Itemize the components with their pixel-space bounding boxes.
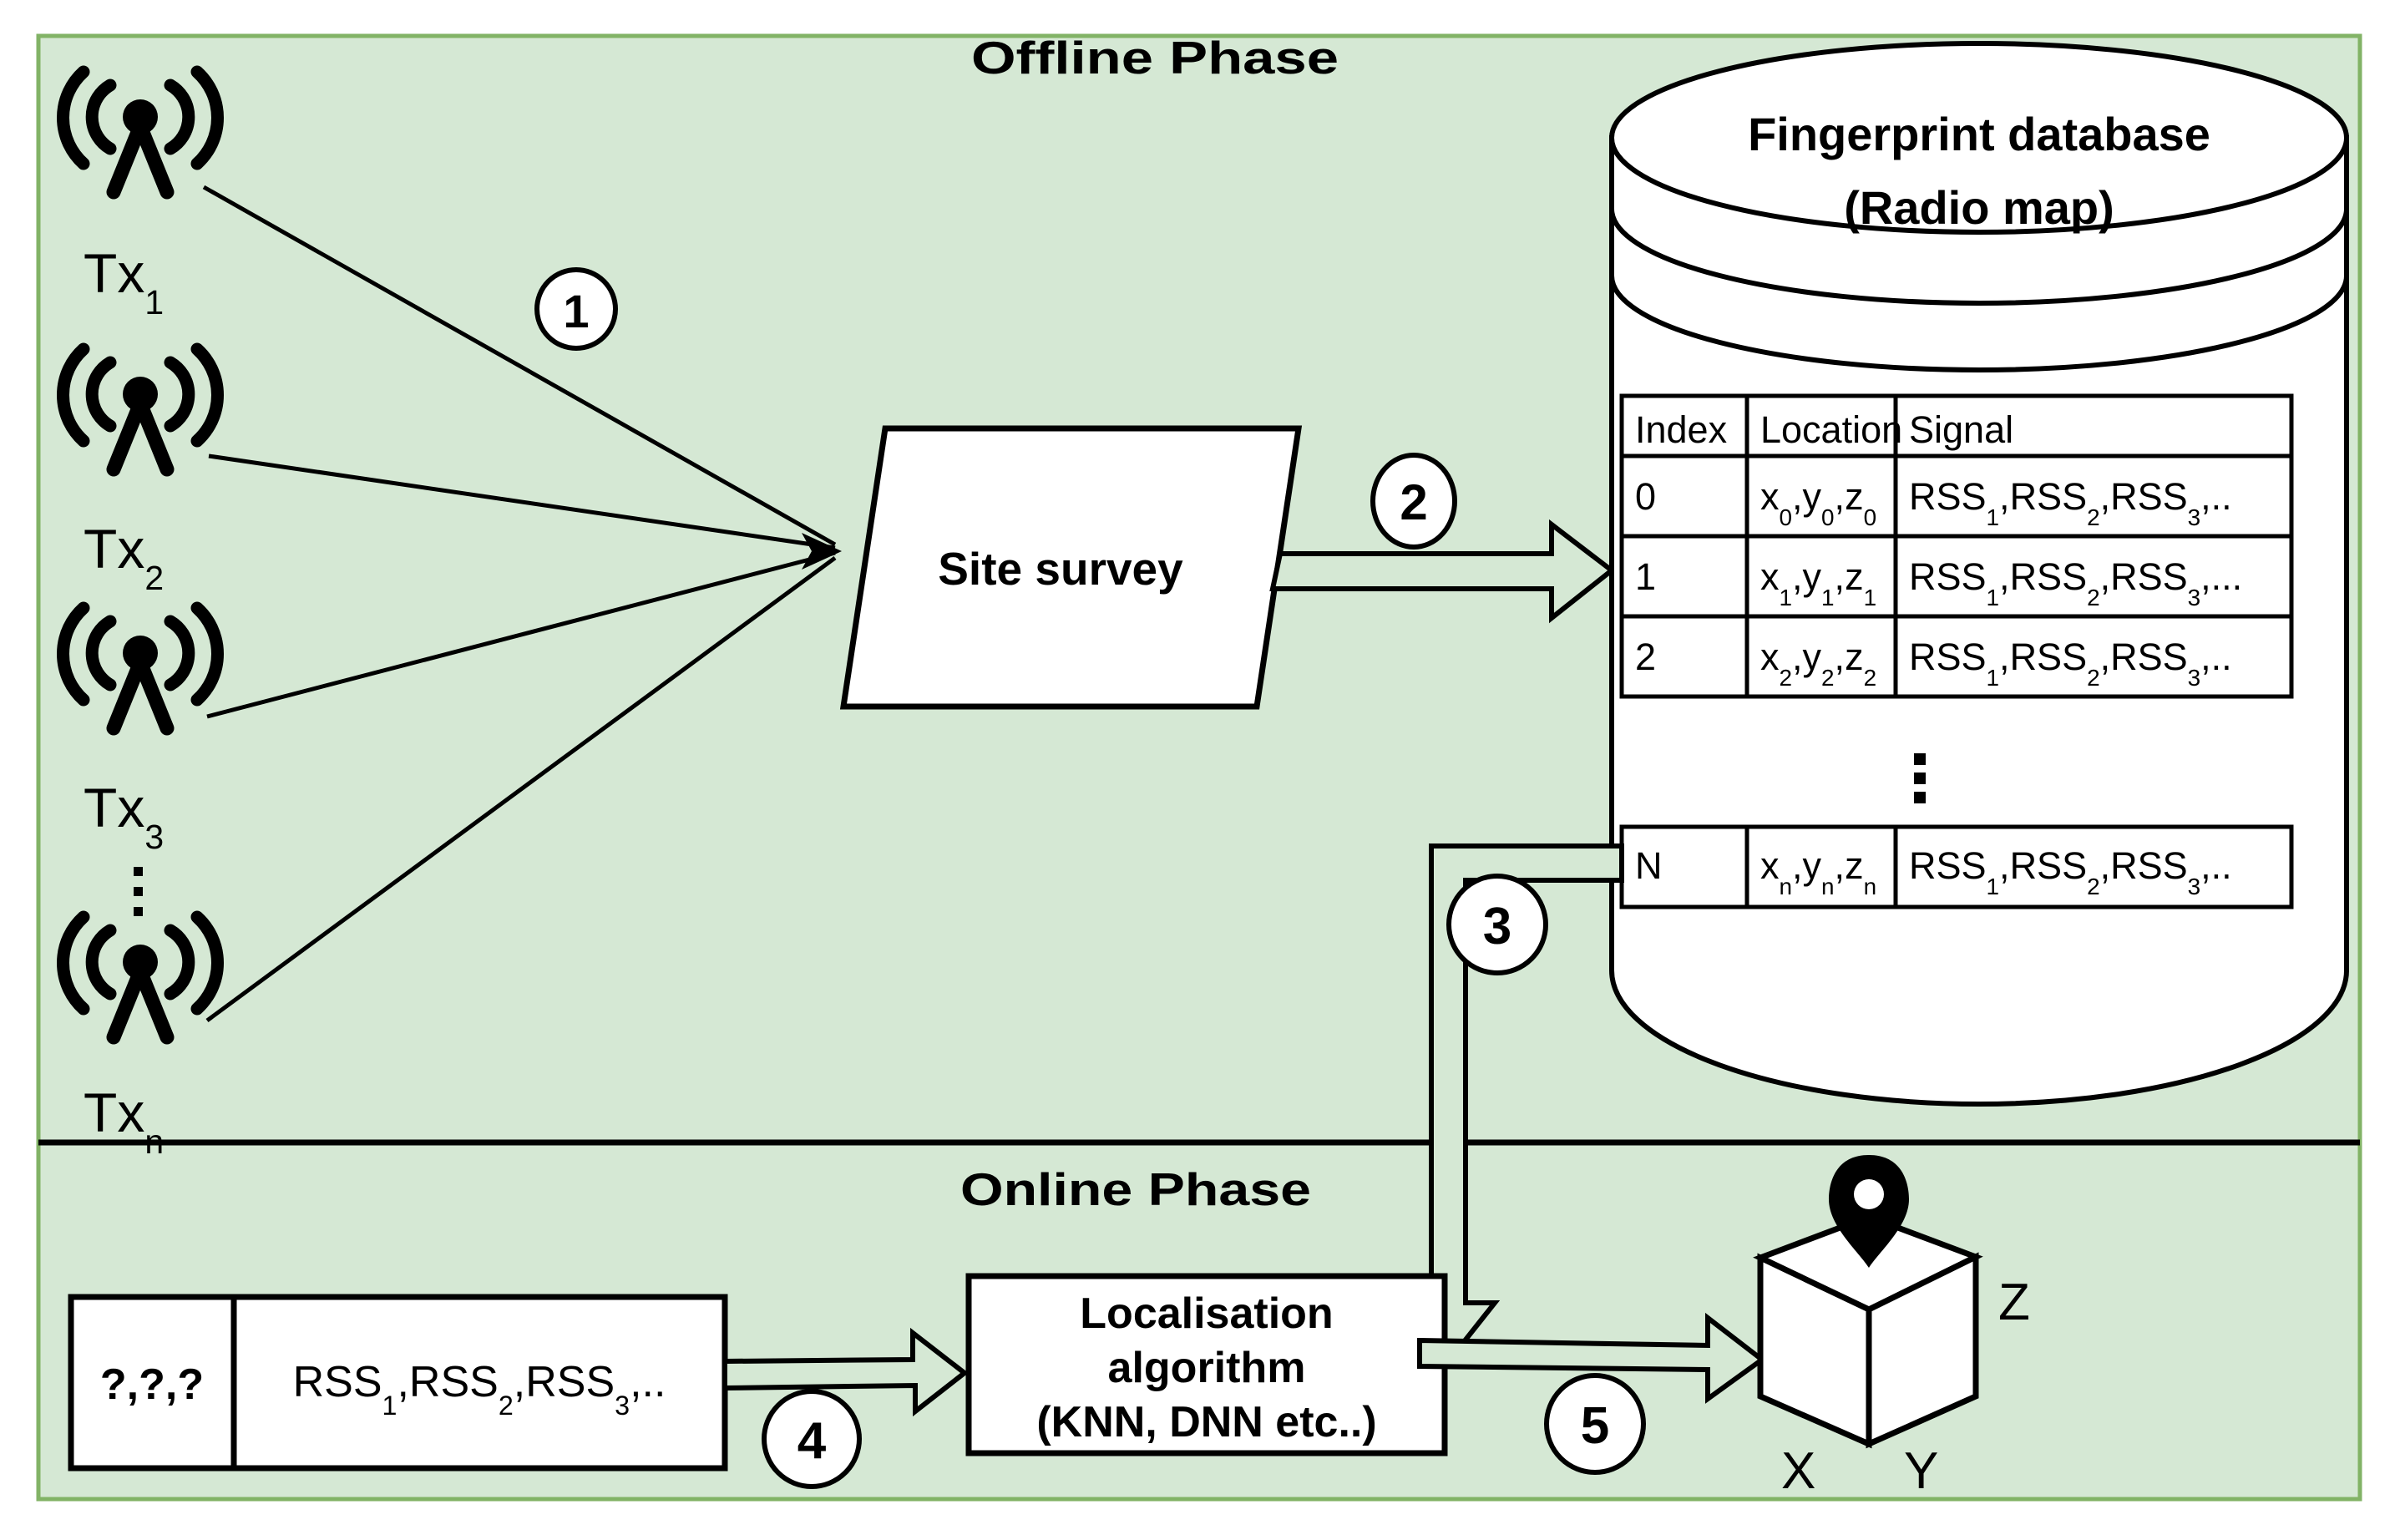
online-phase-title: Online Phase [960,1163,1311,1215]
algorithm-label-line1: Localisation [1080,1289,1333,1338]
cell-index: N [1635,844,1663,887]
tx-label: Tx1 [84,242,164,322]
table-header-row [1619,393,2294,458]
step2-block-arrow [1269,519,1616,624]
cell-signal: RSS1,RSS2,RSS3,... [1909,555,2242,610]
step-marker-5-label: 5 [1581,1397,1609,1455]
cell-signal: RSS1,RSS2,RSS3,.. [1909,844,2232,899]
query-unknown-location: ?,?,? [100,1360,204,1409]
axis-label-z: Z [1998,1274,2030,1331]
step-marker-5-circle [1544,1373,1646,1475]
offline-phase-title: Offline Phase [971,32,1339,84]
antenna-icon [57,910,224,1045]
step-marker-1-label: 1 [563,285,589,337]
antenna-icon [57,65,224,200]
step3-block-arrow [1397,843,1624,1367]
database-title-line2: (Radio map) [1844,181,2114,234]
query-signal-values: RSS1,RSS2,RSS3,.. [293,1358,666,1421]
tx-label: Txn [84,1082,164,1161]
database-title-line1: Fingerprint database [1748,108,2210,160]
table-row [1619,614,2294,699]
table-col-index: Index [1635,408,1728,451]
antenna-icon [57,601,224,736]
table-row [1619,824,2294,909]
step1-connector-lines [202,185,837,1023]
tx-label: Tx2 [84,518,164,597]
table-row-ellipsis [1914,753,1926,803]
cell-index: 0 [1635,475,1656,518]
cell-location: x2,y2,z2 [1760,636,1876,691]
fingerprint-table: Index Location Signal 0 x0,y0,z0 RSS1,RS… [1619,393,2294,909]
step-marker-4-label: 4 [797,1412,827,1470]
map-pin-icon [1829,1155,1909,1268]
algorithm-label-line2: algorithm [1108,1344,1306,1392]
cell-index: 2 [1635,636,1656,678]
step-marker-2-label: 2 [1400,474,1427,530]
axis-label-y: Y [1904,1442,1938,1500]
step1-arrowhead [802,533,842,570]
localisation-algorithm-node[interactable] [965,1273,1448,1456]
table-col-location: Location [1760,408,1902,451]
cell-signal: RSS1,RSS2,RSS3,.. [1909,475,2232,530]
step-marker-3-label: 3 [1483,898,1511,955]
cell-index: 1 [1635,555,1656,598]
table-row [1619,534,2294,619]
site-survey-node[interactable] [839,425,1303,710]
tx-ellipsis [134,867,143,916]
cell-location: x0,y0,z0 [1760,475,1876,530]
algorithm-label-line3: (KNN, DNN etc..) [1036,1398,1376,1446]
cell-location: x1,y1,z1 [1760,555,1876,610]
tx-label: Tx3 [84,777,164,856]
antenna-icon [57,342,224,477]
step-marker-4-circle [762,1389,862,1489]
step5-block-arrow [1417,1312,1767,1404]
cell-location: xn,yn,zn [1760,844,1876,899]
step-marker-2-circle [1370,453,1457,550]
axis-label-x: X [1781,1442,1815,1500]
step4-block-arrow [722,1327,969,1417]
step-marker-3-circle [1446,874,1548,975]
cell-signal: RSS1,RSS2,RSS3,.. [1909,636,2232,691]
step-marker-1-circle [534,267,618,351]
table-col-signal: Signal [1909,408,2013,451]
site-survey-label: Site survey [938,543,1183,595]
